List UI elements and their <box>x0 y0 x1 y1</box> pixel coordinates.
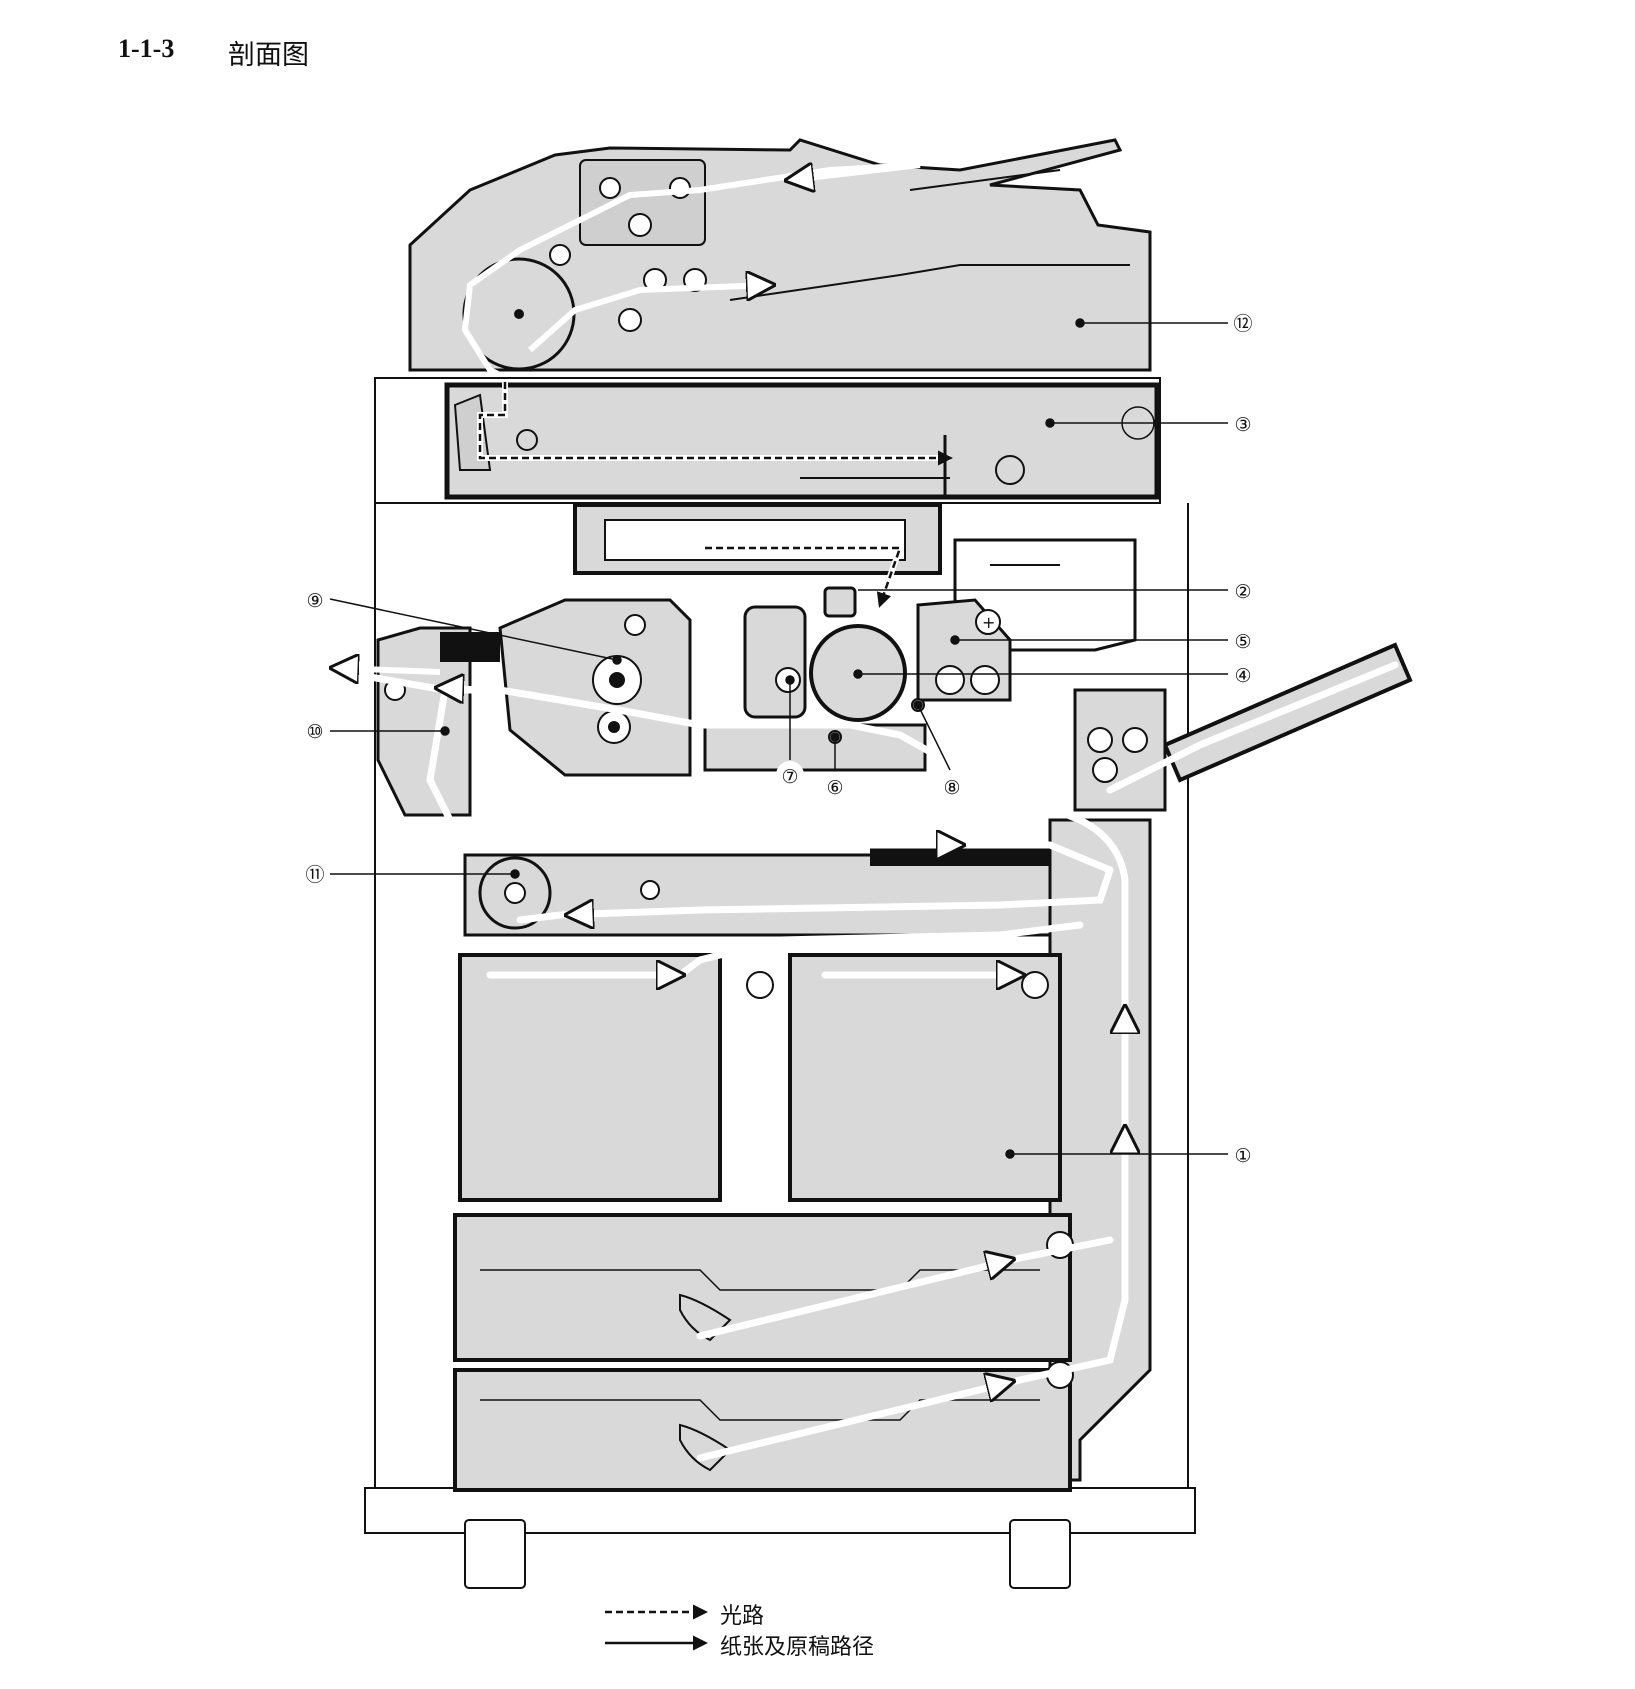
scanner-unit <box>374 377 1161 504</box>
drum-unit: + <box>703 586 1012 772</box>
svg-text:⑪: ⑪ <box>305 864 324 886</box>
laser-unit <box>573 503 942 608</box>
section-title: 剖面图 <box>228 40 309 71</box>
legend-optical-label: 光路 <box>720 1604 765 1629</box>
legend-paper-label: 纸张及原稿路径 <box>720 1635 875 1660</box>
callout-4: ④ <box>1229 660 1257 688</box>
paper-path-arrows <box>335 668 1125 1461</box>
callout-3: ③ <box>1229 409 1257 437</box>
svg-text:⑩: ⑩ <box>306 721 323 743</box>
callout-1: ① <box>1229 1140 1257 1168</box>
callout-6: ⑥ <box>821 772 849 800</box>
svg-text:②: ② <box>1234 581 1251 603</box>
svg-text:+: + <box>982 613 995 632</box>
duplex-unit <box>463 848 1112 937</box>
callout-7: ⑦ <box>776 761 804 789</box>
callout-12: ⑫ <box>1229 309 1257 337</box>
callout-leaders <box>329 318 1228 1159</box>
callout-11: ⑪ <box>301 860 329 888</box>
svg-text:⑤: ⑤ <box>1234 631 1251 653</box>
fuser-unit <box>498 598 692 777</box>
main-body <box>364 503 1196 1589</box>
svg-text:⑦: ⑦ <box>781 766 798 788</box>
svg-text:①: ① <box>1234 1145 1251 1167</box>
svg-text:⑥: ⑥ <box>826 777 843 799</box>
callout-10: ⑩ <box>301 717 329 745</box>
callout-9: ⑨ <box>301 585 329 613</box>
svg-text:⑨: ⑨ <box>306 590 323 612</box>
paper-cassettes <box>453 953 1074 1492</box>
svg-text:⑧: ⑧ <box>943 777 960 799</box>
callout-5: ⑤ <box>1229 626 1257 654</box>
document-processor <box>408 138 1152 383</box>
callout-2: ② <box>1229 576 1257 604</box>
section-number: 1-1-3 <box>118 34 175 63</box>
callout-8: ⑧ <box>938 772 966 800</box>
svg-text:③: ③ <box>1234 414 1251 436</box>
svg-text:④: ④ <box>1234 665 1251 687</box>
svg-text:⑫: ⑫ <box>1233 313 1252 335</box>
